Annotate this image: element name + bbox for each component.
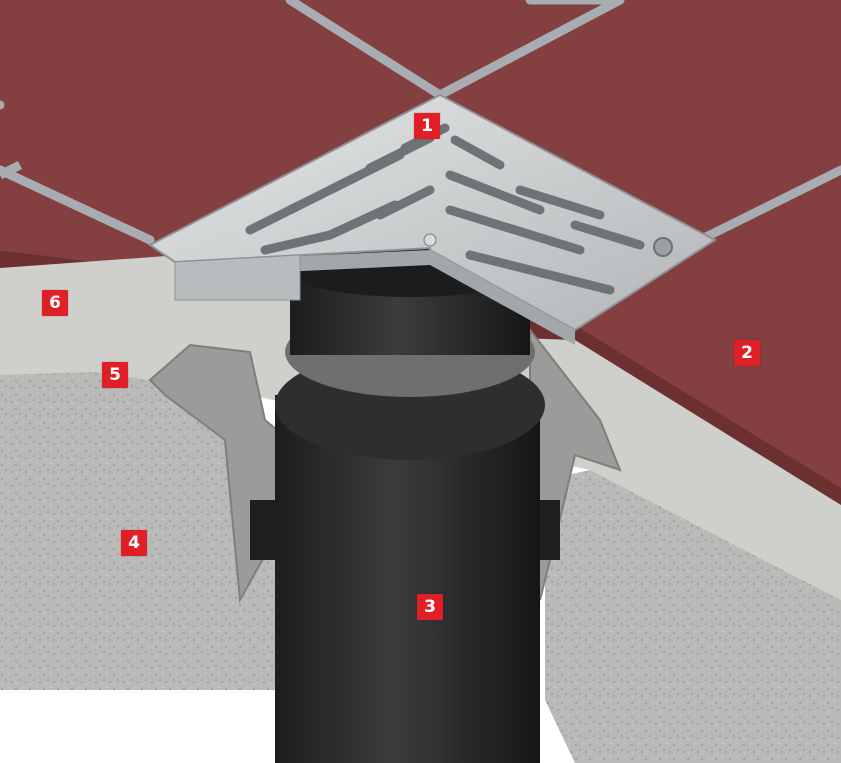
- grating: [148, 93, 717, 345]
- pipe: [275, 247, 545, 763]
- callout-2: 2: [734, 340, 760, 366]
- callout-6: 6: [42, 290, 68, 316]
- callout-4: 4: [121, 530, 147, 556]
- callout-3: 3: [417, 594, 443, 620]
- callout-1: 1: [414, 113, 440, 139]
- callout-5: 5: [102, 362, 128, 388]
